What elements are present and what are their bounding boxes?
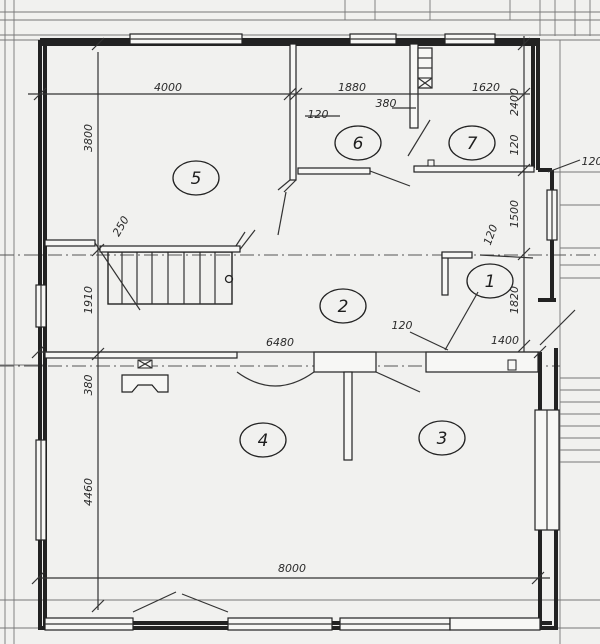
- dim-6480: 6480: [266, 336, 294, 349]
- dimension-lines: [28, 36, 581, 613]
- room-7-label: 7: [467, 134, 478, 154]
- dim-380-wall: 380: [82, 375, 95, 396]
- dim-1910: 1910: [82, 286, 95, 314]
- dim-120-room1: 120: [392, 319, 413, 332]
- dim-120-room1-top: 120: [481, 223, 500, 247]
- room-1-label: 1: [485, 272, 496, 292]
- room-6-label: 6: [353, 134, 364, 154]
- interior-walls: [44, 43, 576, 613]
- dim-8000: 8000: [278, 562, 306, 575]
- dim-120-bay: 120: [582, 155, 600, 168]
- windows: [35, 33, 560, 631]
- dim-1820: 1820: [508, 286, 521, 314]
- room-numbers: 5 6 7 2 1 4 3: [191, 134, 496, 451]
- dim-1500: 1500: [508, 200, 521, 228]
- dim-4000: 4000: [154, 81, 182, 94]
- dim-380-vent: 380: [376, 97, 397, 110]
- dim-1620: 1620: [472, 81, 500, 94]
- room-3-label: 3: [437, 429, 448, 449]
- room-5-label: 5: [191, 169, 202, 189]
- dim-1880: 1880: [338, 81, 366, 94]
- dim-2400: 2400: [508, 88, 521, 116]
- dim-1400: 1400: [491, 334, 519, 347]
- staircase: [94, 229, 256, 311]
- dim-4460: 4460: [82, 478, 95, 506]
- dim-120-right: 120: [508, 135, 521, 156]
- dim-120-partition: 120: [308, 108, 329, 121]
- room-4-label: 4: [258, 431, 269, 451]
- dim-250: 250: [110, 214, 132, 239]
- room-2-label: 2: [338, 297, 349, 317]
- exterior-walls: [38, 38, 558, 630]
- dimension-labels: 4000 1880 1620 120 380 1400 120 6480 800…: [82, 81, 600, 575]
- room-circles: [172, 125, 514, 458]
- dim-3800: 3800: [82, 124, 95, 152]
